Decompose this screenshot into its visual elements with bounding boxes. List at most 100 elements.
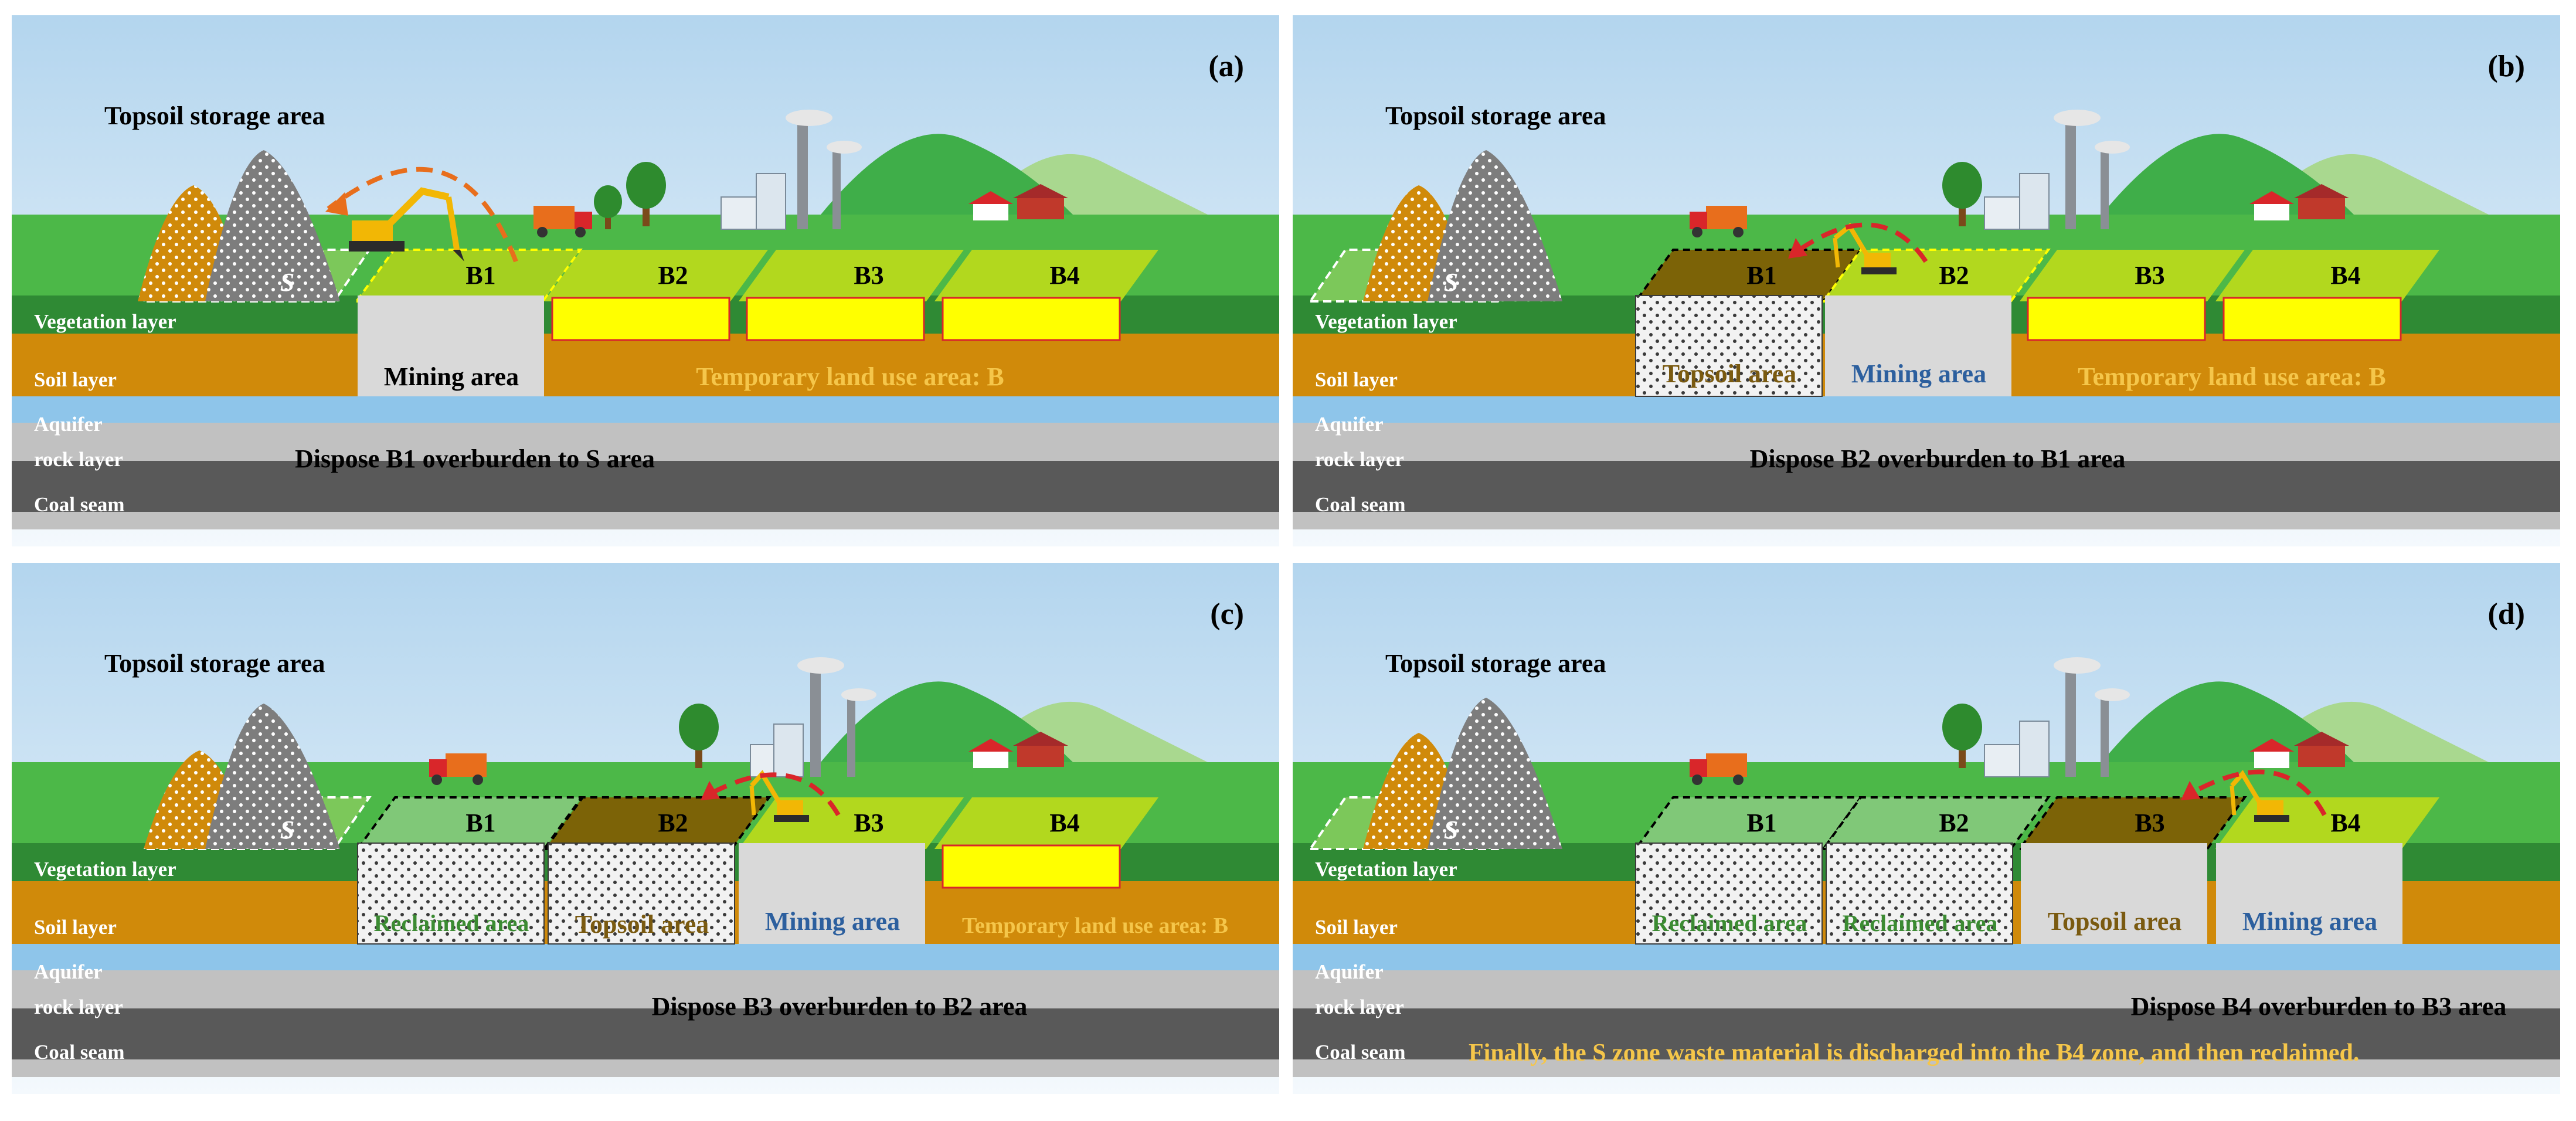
block-b2 (1821, 796, 2051, 850)
vegetation-layer-label: Vegetation layer (1315, 858, 1457, 881)
factory-icon (750, 657, 876, 777)
coal-seam-label: Coal seam (34, 493, 125, 516)
transfer-arrow (1789, 222, 1928, 263)
panel-a-illustration (12, 15, 1279, 546)
reclaimed-area-label: Reclaimed area (1842, 910, 1998, 936)
panel-label: (c) (1210, 597, 1244, 631)
s-zone-label: S (280, 268, 295, 297)
block-b3 (739, 250, 964, 301)
panel-c-illustration (12, 563, 1279, 1094)
bottom-band (1293, 512, 2560, 529)
dump-truck-icon (533, 206, 592, 237)
block-b4 (2215, 250, 2439, 301)
transfer-arrow-head (1788, 238, 1807, 259)
mining-area-label: Mining area (764, 907, 900, 936)
soil-layer-label: Soil layer (34, 368, 117, 391)
block-b4 (2215, 797, 2439, 849)
coal-seam-label: Coal seam (34, 1041, 125, 1064)
block-b3-label: B3 (854, 261, 884, 290)
dispose-caption: Dispose B2 overburden to B1 area (1749, 444, 2126, 473)
coal-band (1293, 1008, 2560, 1059)
reclaimed-fill-box (1636, 843, 1822, 944)
factory-icon (721, 110, 862, 230)
rock-band (1293, 970, 2560, 1008)
house-icon (1013, 732, 1068, 767)
panel-b-illustration (1293, 15, 2560, 546)
transfer-arrow (327, 167, 518, 263)
panel-b: (b) Topsoil storage area S Vegetation la… (1293, 15, 2560, 546)
mining-area-box (358, 295, 544, 396)
block-b3 (739, 797, 964, 849)
rock-band (1293, 423, 2560, 461)
storage-area-label: Topsoil storage area (104, 101, 325, 130)
soil-layer-label: Soil layer (1315, 368, 1398, 391)
topsoil-area-box (1635, 295, 1823, 397)
excavator-icon (2230, 770, 2289, 822)
aquifer-label: Aquifer (1315, 960, 1384, 983)
temp-box (942, 844, 1121, 889)
mining-area-box (739, 843, 925, 944)
spoil-pile-icon (205, 704, 340, 849)
dispose-caption: Dispose B1 overburden to S area (295, 444, 655, 473)
mining-area-label: Mining area (2242, 907, 2378, 936)
topsoil-fill-box (1636, 295, 1822, 396)
dump-truck-icon (1690, 206, 1747, 237)
rock-layer-label: rock layer (1315, 448, 1404, 471)
block-b2-label: B2 (658, 809, 688, 837)
panel-d-illustration (1293, 563, 2560, 1094)
aquifer-label: Aquifer (34, 413, 103, 436)
storage-area-label: Topsoil storage area (1385, 649, 1606, 678)
block-b2 (543, 796, 772, 850)
aquifer-band (12, 944, 1279, 970)
block-b4-label: B4 (2330, 809, 2361, 837)
house-icon (2294, 184, 2349, 219)
block-b4 (934, 250, 1158, 301)
panel-label: (a) (1208, 50, 1244, 83)
reclaimed-area-label: Reclaimed area (1651, 910, 1807, 936)
dump-truck-icon (429, 753, 487, 785)
mining-area-label: Mining area (1851, 359, 1987, 388)
bottom-band (12, 1059, 1279, 1077)
temp-box (2222, 297, 2402, 341)
house-icon (2294, 732, 2349, 767)
coal-band (1293, 461, 2560, 512)
panel-label: (d) (2487, 597, 2525, 631)
mining-area-box (1825, 295, 2011, 396)
panel-a: (a) Topsoil storage area S Vegetation la… (12, 15, 1279, 546)
reclaimed-fill-box (1826, 843, 2013, 944)
block-b2-label: B2 (1939, 261, 1969, 290)
reclaimed-area-box (357, 843, 545, 945)
mining-area-box (2216, 843, 2402, 944)
aquifer-band (1293, 396, 2560, 423)
vegetation-layer-label: Vegetation layer (34, 858, 176, 881)
soil-band (12, 334, 1279, 396)
rock-band (12, 970, 1279, 1008)
s-zone-label: S (1443, 816, 1459, 844)
block-b2-label: B2 (1939, 809, 1969, 837)
block-b4-label: B4 (1049, 809, 1080, 837)
transfer-arrow (2182, 769, 2327, 816)
dump-truck-icon (1690, 753, 1747, 785)
factory-icon (1984, 110, 2130, 230)
storage-area-label: Topsoil storage area (104, 649, 325, 678)
temp-box (746, 297, 925, 341)
bottom-band (1293, 1059, 2560, 1077)
block-b1-label: B1 (1746, 261, 1777, 290)
tree-icon (594, 185, 622, 229)
house-icon (1013, 184, 1068, 219)
final-note: Finally, the S zone waste material is di… (1469, 1040, 2360, 1066)
block-b3-label: B3 (2135, 809, 2165, 837)
excavator-icon (349, 187, 464, 261)
dispose-caption: Dispose B3 overburden to B2 area (651, 992, 1028, 1021)
aquifer-band (1293, 944, 2560, 970)
panel-label: (b) (2487, 50, 2525, 83)
topsoil-area-label: Topsoil area (1662, 359, 1797, 388)
spoil-pile-icon (1428, 150, 1562, 301)
house-icon (2249, 191, 2294, 220)
aquifer-label: Aquifer (34, 960, 103, 983)
temp-box (942, 297, 1121, 341)
topsoil-area-label: Topsoil area (2047, 907, 2182, 936)
s-zone-label: S (1443, 268, 1459, 297)
bottom-band (12, 512, 1279, 529)
reclaimed-area-label: Reclaimed area (373, 910, 529, 936)
